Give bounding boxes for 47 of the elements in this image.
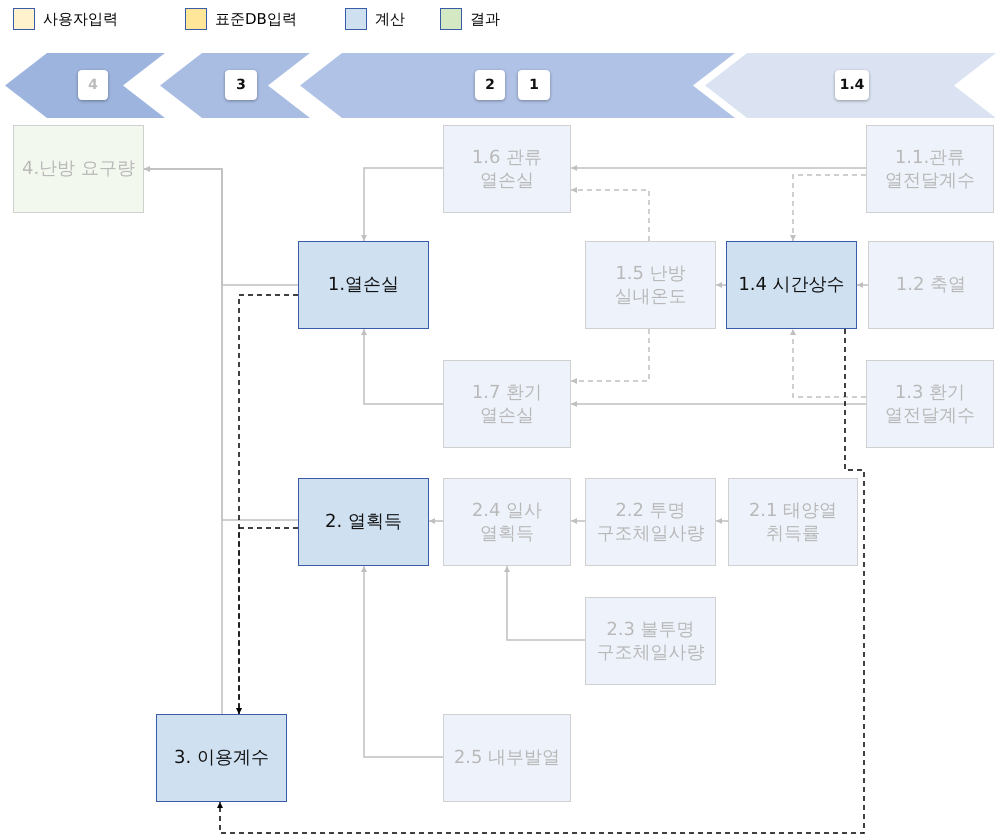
process-box: 1.4 시간상수: [726, 241, 857, 329]
process-box: 1.3 환기 열전달계수: [866, 360, 994, 448]
arrow: [857, 282, 868, 288]
process-box: 1.2 축열: [868, 241, 994, 329]
process-box: 2.4 일사 열획득: [443, 478, 571, 566]
process-box: 2.1 태양열 취득률: [728, 478, 858, 566]
process-box: 1.1.관류 열전달계수: [866, 125, 994, 213]
arrow: [716, 518, 728, 524]
process-box: 3. 이용계수: [156, 714, 287, 802]
arrow: [571, 165, 866, 171]
process-box: 1.7 환기 열손실: [443, 360, 571, 448]
legend-label: 표준DB입력: [215, 10, 297, 28]
arrow: [361, 566, 443, 758]
step-badge: 1.4: [835, 70, 869, 100]
step-badge: 4: [78, 70, 108, 100]
process-box: 2.5 내부발열: [443, 714, 571, 802]
arrow: [504, 566, 585, 641]
arrow: [790, 329, 866, 398]
arrow: [571, 401, 866, 407]
legend-label: 결과: [470, 10, 500, 28]
arrow: [716, 282, 726, 288]
arrow: [571, 329, 650, 384]
process-box: 1.5 난방 실내온도: [585, 241, 716, 329]
arrow: [571, 518, 585, 524]
chevron-band: [5, 53, 165, 118]
result-box: 4.난방 요구량: [13, 125, 144, 213]
step-badge: 3: [225, 70, 257, 100]
arrow: [144, 166, 223, 714]
arrow: [790, 174, 866, 241]
chevron-band: [300, 53, 735, 118]
process-box: 2.3 불투명 구조체일사량: [585, 597, 716, 685]
legend-label: 사용자입력: [43, 10, 118, 28]
process-box: 1.6 관류 열손실: [443, 125, 571, 213]
arrow: [571, 187, 650, 241]
arrow: [429, 518, 443, 524]
arrow: [217, 329, 865, 834]
process-box: 2. 열획득: [298, 478, 429, 566]
arrow: [361, 329, 443, 405]
process-box: 2.2 투명 구조체일사량: [585, 478, 716, 566]
chevron-band: [160, 53, 310, 118]
step-badge: 2: [475, 70, 505, 100]
process-box: 1.열손실: [298, 241, 429, 329]
legend-label: 계산: [375, 10, 405, 28]
step-badge: 1: [518, 70, 550, 100]
arrow: [236, 527, 298, 714]
arrow: [361, 167, 443, 241]
chevron-band: [705, 53, 996, 118]
